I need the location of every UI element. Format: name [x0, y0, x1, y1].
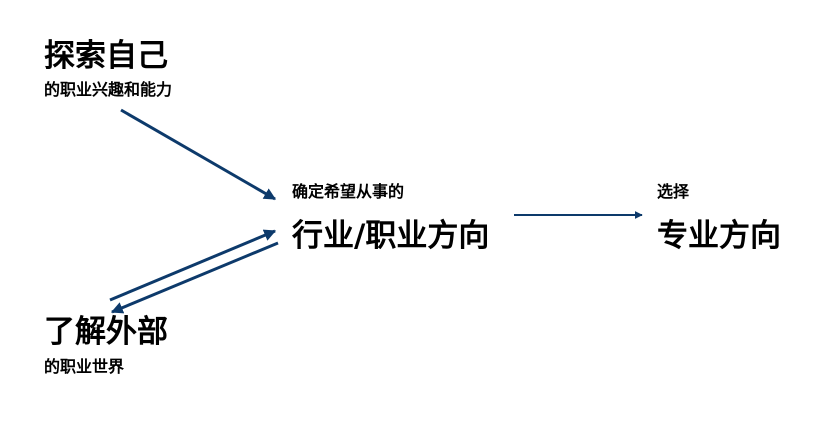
- arrow-world-to-direction: [109, 229, 277, 302]
- direction-title: 行业/职业方向: [292, 218, 490, 254]
- self-subtitle: 的职业兴趣和能力: [44, 80, 173, 99]
- direction-caption: 确定希望从事的: [292, 182, 405, 201]
- major-caption: 选择: [657, 182, 690, 201]
- self-title: 探索自己: [44, 38, 168, 74]
- major-title: 专业方向: [657, 218, 781, 254]
- arrow-self-to-direction: [120, 108, 277, 201]
- arrow-direction-to-world: [110, 241, 279, 314]
- world-title: 了解外部: [44, 314, 168, 350]
- world-subtitle: 的职业世界: [44, 357, 125, 376]
